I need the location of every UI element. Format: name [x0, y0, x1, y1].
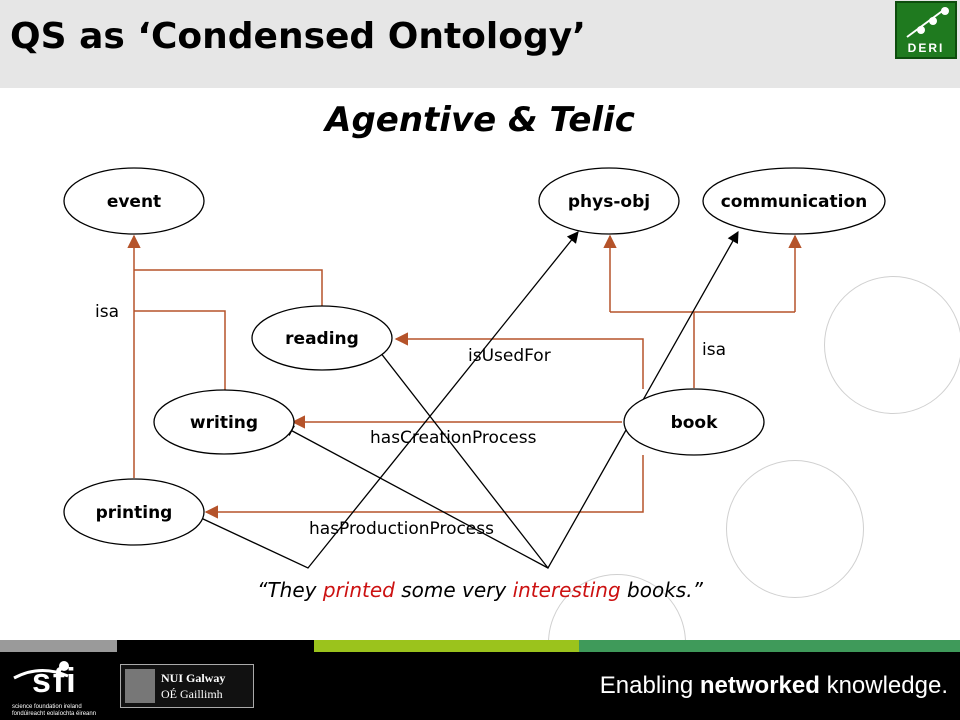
- tagline-bold-word: networked: [699, 672, 820, 699]
- node-writing: writing: [153, 389, 295, 455]
- footer-stripe-green: [579, 640, 960, 652]
- deri-logo-text: DERI: [907, 41, 945, 55]
- ontology-diagram: event phys-obj communication reading wri…: [63, 167, 886, 570]
- sfi-caption-line-2: fondúireacht eolaíochta éireann: [12, 711, 97, 717]
- node-reading-label: reading: [285, 329, 359, 349]
- node-phys-obj: phys-obj: [538, 167, 680, 235]
- sentence-part: books.”: [620, 578, 703, 602]
- node-book: book: [623, 388, 765, 456]
- nuig-logo: NUI Galway OÉ Gaillimh: [120, 664, 254, 708]
- node-book-label: book: [671, 413, 719, 433]
- node-reading: reading: [251, 305, 393, 371]
- tagline-part: knowledge.: [819, 672, 948, 699]
- footer-stripe-black: [117, 640, 314, 652]
- has-production-process-label: hasProductionProcess: [309, 519, 494, 539]
- slide-title: QS as ‘Condensed Ontology’: [10, 16, 586, 57]
- title-bar: [0, 0, 960, 88]
- node-printing-label: printing: [96, 503, 173, 523]
- node-event: event: [63, 167, 205, 235]
- footer-tagline: Enabling networked knowledge.: [600, 672, 948, 700]
- relation-edges: [204, 332, 644, 519]
- footer-stripe-lime: [314, 640, 579, 652]
- node-communication-label: communication: [721, 192, 868, 212]
- decorative-circle: [824, 276, 960, 414]
- slide-subtitle: Agentive & Telic: [325, 100, 635, 140]
- sentence-part: “They: [257, 578, 323, 602]
- node-printing: printing: [63, 478, 205, 546]
- sfi-logo-text: sfi: [32, 662, 78, 700]
- nuig-crest-icon: [125, 669, 155, 703]
- nuig-logo-line-2: OÉ Gaillimh: [161, 687, 223, 701]
- node-phys-obj-label: phys-obj: [568, 192, 650, 212]
- footer-stripe-grey: [0, 640, 117, 652]
- isa-edges-left: [127, 234, 323, 478]
- isa-label-right: isa: [702, 340, 726, 360]
- sentence-word-printed: printed: [322, 578, 395, 602]
- is-used-for-label: isUsedFor: [468, 346, 551, 366]
- nuig-logo-line-1: NUI Galway: [161, 671, 226, 685]
- sentence-part: some very: [394, 578, 513, 602]
- mapping-lines: [200, 230, 739, 570]
- isa-label-left: isa: [95, 302, 119, 322]
- isa-edges-right: [603, 234, 802, 388]
- tagline-part: Enabling: [599, 672, 700, 699]
- example-sentence: “They printed some very interesting book…: [0, 578, 960, 602]
- node-communication: communication: [702, 167, 886, 235]
- deri-logo: DERI: [895, 1, 957, 59]
- sfi-swoosh-icon: [13, 661, 69, 680]
- node-event-label: event: [107, 192, 161, 212]
- decorative-circle: [726, 460, 864, 598]
- sfi-caption-line-1: science foundation ireland: [12, 704, 82, 710]
- sentence-word-interesting: interesting: [512, 578, 621, 602]
- deri-logo-graphic: [906, 7, 949, 38]
- has-creation-process-label: hasCreationProcess: [370, 428, 537, 448]
- node-writing-label: writing: [190, 413, 258, 433]
